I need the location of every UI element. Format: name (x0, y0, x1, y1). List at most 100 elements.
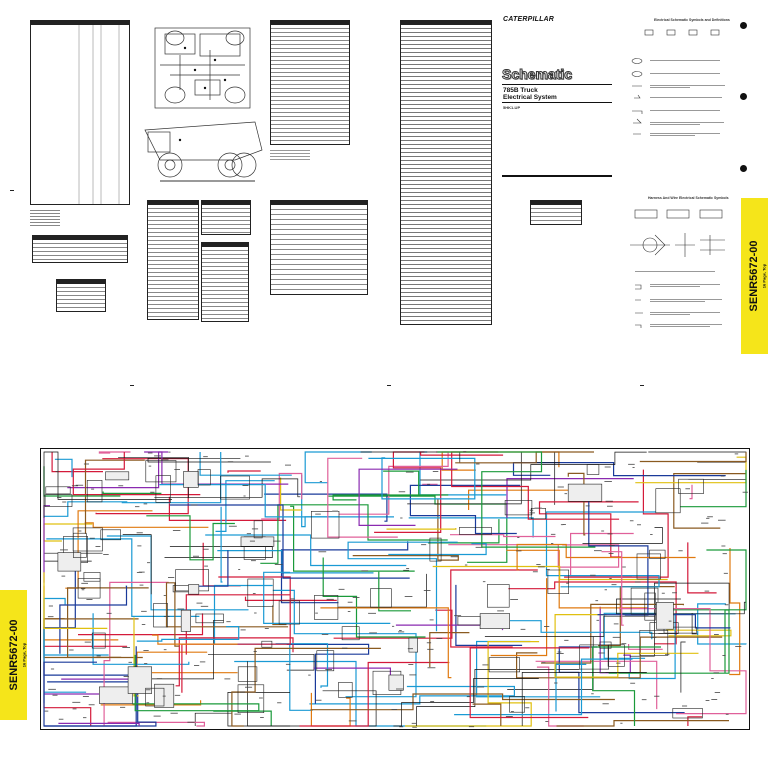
label-mark (403, 569, 410, 571)
wire-run (322, 557, 426, 638)
label-mark (392, 625, 395, 627)
label-mark (668, 620, 672, 622)
label-mark (315, 699, 322, 701)
label-mark (678, 550, 683, 552)
wire-run (673, 473, 746, 529)
label-mark (532, 571, 538, 573)
wire-run (58, 722, 140, 726)
component-box (459, 527, 492, 535)
wire-run (272, 605, 287, 626)
label-mark (138, 571, 145, 573)
label-mark (315, 612, 318, 614)
truck-component-location-illustration (144, 27, 263, 182)
wire-run (368, 457, 476, 500)
symbols-definitions-panel (631, 29, 725, 136)
label-mark (285, 663, 291, 665)
label-mark (421, 544, 427, 546)
wire-run (275, 643, 329, 688)
brand-logo: CATERPILLAR (503, 16, 555, 23)
wire-run (263, 571, 391, 624)
label-mark (163, 595, 166, 596)
component-box (253, 520, 263, 539)
label-mark (550, 533, 556, 535)
label-mark (601, 530, 605, 532)
component-box (57, 552, 82, 572)
component-box (72, 532, 87, 558)
wire-run (92, 613, 190, 665)
wire-run (427, 519, 500, 544)
wire-run (687, 542, 717, 594)
label-mark (599, 672, 606, 673)
label-mark (347, 601, 353, 603)
label-mark (83, 717, 87, 719)
component-box (316, 650, 335, 672)
component-box (663, 626, 697, 634)
label-mark (630, 682, 636, 684)
label-mark (505, 716, 513, 717)
label-mark (725, 713, 729, 715)
label-mark (557, 651, 562, 653)
label-mark (118, 485, 124, 487)
label-mark (482, 664, 489, 666)
wire-run (168, 496, 287, 521)
label-mark (89, 537, 95, 539)
label-mark (396, 688, 404, 690)
wire-run (260, 504, 448, 564)
wire-run (122, 534, 152, 595)
wire-run (44, 681, 157, 727)
label-mark (147, 562, 151, 564)
label-mark (163, 649, 167, 651)
wire-run (564, 469, 669, 578)
component-box (153, 603, 168, 628)
component-box (504, 500, 533, 516)
label-mark (701, 522, 709, 524)
wire-run (264, 493, 388, 522)
wire-run (512, 462, 726, 477)
label-mark (423, 590, 431, 591)
label-mark (566, 582, 569, 584)
label-mark (704, 590, 710, 592)
footnote-lines (30, 208, 60, 228)
label-mark (174, 694, 181, 696)
label-mark (259, 697, 263, 699)
label-mark (650, 637, 657, 638)
label-mark (476, 686, 485, 688)
label-mark (148, 465, 152, 467)
label-mark (672, 592, 677, 594)
connector-table-left (30, 20, 130, 205)
label-mark (69, 649, 74, 651)
component-box (237, 684, 265, 714)
wire-run (490, 578, 548, 657)
label-mark (52, 694, 58, 696)
wire-run (618, 608, 747, 715)
label-mark (406, 568, 410, 569)
label-mark (245, 686, 253, 688)
label-mark (72, 708, 77, 710)
component-box (86, 479, 103, 503)
label-mark (162, 695, 166, 697)
label-mark (604, 466, 611, 468)
label-mark (315, 513, 321, 515)
top-sheet: CATERPILLAR Schematic 785B Truck Electri… (10, 16, 768, 386)
wire-run (468, 489, 599, 510)
label-mark (557, 486, 564, 488)
label-mark (348, 720, 357, 722)
wire-run (601, 551, 624, 626)
label-mark (234, 713, 241, 715)
wire-run (205, 534, 407, 567)
label-mark (661, 592, 665, 594)
label-mark (347, 611, 351, 612)
registration-dot-2 (740, 93, 747, 100)
wire-run (286, 643, 370, 704)
wire-run (280, 541, 409, 604)
wire-run (199, 452, 292, 476)
label-mark (82, 696, 89, 697)
label-mark (61, 575, 66, 577)
label-mark (137, 545, 142, 547)
label-mark (177, 608, 185, 610)
wire-run (639, 452, 747, 463)
wire-run (121, 452, 222, 504)
label-mark (537, 566, 545, 568)
wire-run (67, 451, 169, 489)
label-mark (602, 703, 609, 705)
